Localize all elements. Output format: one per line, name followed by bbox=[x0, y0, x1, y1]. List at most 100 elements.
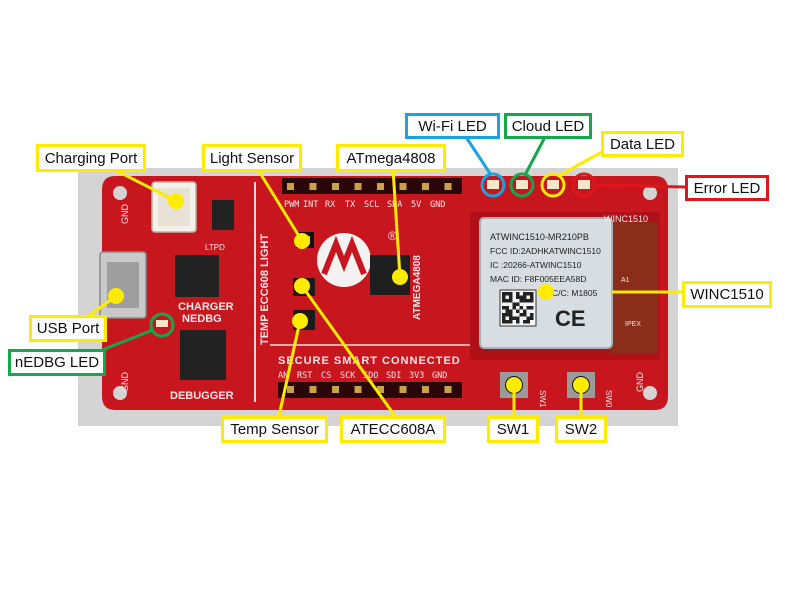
winc-label: WINC1510 bbox=[682, 281, 772, 308]
light-dot bbox=[294, 233, 310, 249]
top-pin-label-scl: SCL bbox=[364, 200, 379, 210]
sw2-dot bbox=[573, 377, 589, 393]
module-line-2: FCC ID:2ADHKATWINC1510 bbox=[490, 246, 601, 256]
nedbg-leader bbox=[101, 328, 154, 352]
bottom-pin-label-gnd: GND bbox=[432, 371, 447, 381]
qr-cell bbox=[530, 316, 534, 320]
regulator-ic bbox=[212, 200, 234, 230]
module-qr-cells bbox=[502, 292, 534, 324]
error-led bbox=[578, 180, 590, 189]
bottom-header-pins bbox=[287, 386, 452, 393]
header-pin bbox=[332, 183, 339, 190]
qr-cell bbox=[505, 306, 509, 310]
qr-cell bbox=[512, 306, 516, 310]
mount-hole bbox=[113, 386, 127, 400]
cloud-led-label: Cloud LED bbox=[504, 113, 592, 139]
nedbg-led-label: nEDBG LED bbox=[8, 349, 106, 376]
qr-cell bbox=[505, 299, 509, 303]
bottom-pin-label-3v3: 3V3 bbox=[409, 371, 424, 381]
qr-cell bbox=[509, 299, 513, 303]
qr-cell bbox=[523, 309, 527, 313]
qr-cell bbox=[516, 295, 520, 299]
qr-cell bbox=[526, 299, 530, 303]
mount-hole bbox=[643, 386, 657, 400]
qr-cell bbox=[519, 306, 523, 310]
qr-cell bbox=[530, 313, 534, 317]
data-led bbox=[547, 180, 559, 189]
error-leader bbox=[594, 183, 686, 189]
nedbg-silk: NEDBG bbox=[182, 313, 222, 325]
header-pin bbox=[444, 183, 452, 190]
data-led-marker bbox=[540, 172, 566, 198]
error-led-label: Error LED bbox=[685, 175, 769, 201]
atmega-label: ATmega4808 bbox=[336, 144, 446, 172]
usb-port-label: USB Port bbox=[29, 315, 107, 342]
qr-cell bbox=[512, 316, 516, 320]
qr-cell bbox=[509, 320, 513, 324]
module-line-4: MAC ID: F8F005EEA58D bbox=[490, 274, 586, 284]
atecc-label: ATECC608A bbox=[340, 416, 446, 443]
winc-antenna bbox=[610, 222, 658, 354]
top-pin-label-tx: TX bbox=[345, 200, 356, 210]
wifi-led-label: Wi-Fi LED bbox=[405, 113, 500, 139]
module-ce: CE bbox=[555, 306, 586, 331]
sw2-label: SW2 bbox=[555, 416, 607, 443]
sw1-dot bbox=[506, 377, 522, 393]
top-pin-label-5v: 5V bbox=[411, 200, 421, 210]
top-header bbox=[282, 178, 462, 194]
qr-cell bbox=[516, 309, 520, 313]
qr-cell bbox=[530, 295, 534, 299]
bottom-pin-label-cs: CS bbox=[321, 371, 331, 381]
light-sensor-label: Light Sensor bbox=[202, 144, 302, 172]
top-pin-label-int: INT bbox=[303, 200, 318, 210]
atmega-silk: ATMEGA4808 bbox=[412, 255, 423, 320]
data-led-label: Data LED bbox=[601, 131, 684, 157]
qr-cell bbox=[523, 292, 527, 296]
sw1-silk: SW1 bbox=[538, 390, 547, 408]
header-pin bbox=[309, 386, 317, 393]
usb-dot bbox=[108, 288, 124, 304]
qr-cell bbox=[502, 313, 506, 317]
header-pin bbox=[399, 183, 407, 190]
charging-leader bbox=[114, 168, 177, 203]
qr-cell bbox=[526, 320, 530, 324]
top-pin-label-rx: RX bbox=[325, 200, 336, 210]
qr-cell bbox=[516, 302, 520, 306]
qr-cell bbox=[530, 299, 534, 303]
registered-mark: ® bbox=[388, 229, 397, 243]
top-pin-label-pwm: PWM bbox=[284, 200, 299, 210]
header-pin bbox=[354, 386, 362, 393]
qr-cell bbox=[516, 292, 520, 296]
callout-dots bbox=[108, 193, 589, 393]
qr-cell bbox=[502, 306, 506, 310]
wifi-leader bbox=[464, 136, 493, 176]
qr-cell bbox=[512, 302, 516, 306]
bottom-pin-label-rst: RST bbox=[297, 371, 312, 381]
qr-cell bbox=[502, 292, 506, 296]
sw1-label: SW1 bbox=[487, 416, 539, 443]
atmega-leader bbox=[391, 168, 402, 278]
charging-port-label: Charging Port bbox=[36, 144, 146, 172]
qr-cell bbox=[526, 292, 530, 296]
side-silk: TEMP ECC608 LIGHT bbox=[259, 234, 271, 345]
tagline-silk: SECURE SMART CONNECTED bbox=[278, 355, 461, 367]
qr-cell bbox=[502, 299, 506, 303]
header-pin bbox=[377, 386, 384, 393]
qr-cell bbox=[502, 295, 506, 299]
qr-cell bbox=[519, 295, 523, 299]
qr-cell bbox=[505, 292, 509, 296]
header-pin bbox=[399, 386, 407, 393]
sw0-silk: SW0 bbox=[604, 390, 613, 408]
qr-cell bbox=[505, 309, 509, 313]
cloud-led-marker bbox=[509, 172, 535, 198]
nedbg-led bbox=[156, 320, 168, 327]
temp-leader bbox=[277, 320, 302, 417]
gnd-silk-left-top: GND bbox=[120, 204, 130, 225]
antenna-ipex: IPEX bbox=[625, 321, 641, 328]
qr-cell bbox=[509, 292, 513, 296]
qr-cell bbox=[519, 313, 523, 317]
debugger-ic bbox=[180, 330, 226, 380]
winc-dot bbox=[538, 284, 554, 300]
qr-cell bbox=[509, 295, 513, 299]
